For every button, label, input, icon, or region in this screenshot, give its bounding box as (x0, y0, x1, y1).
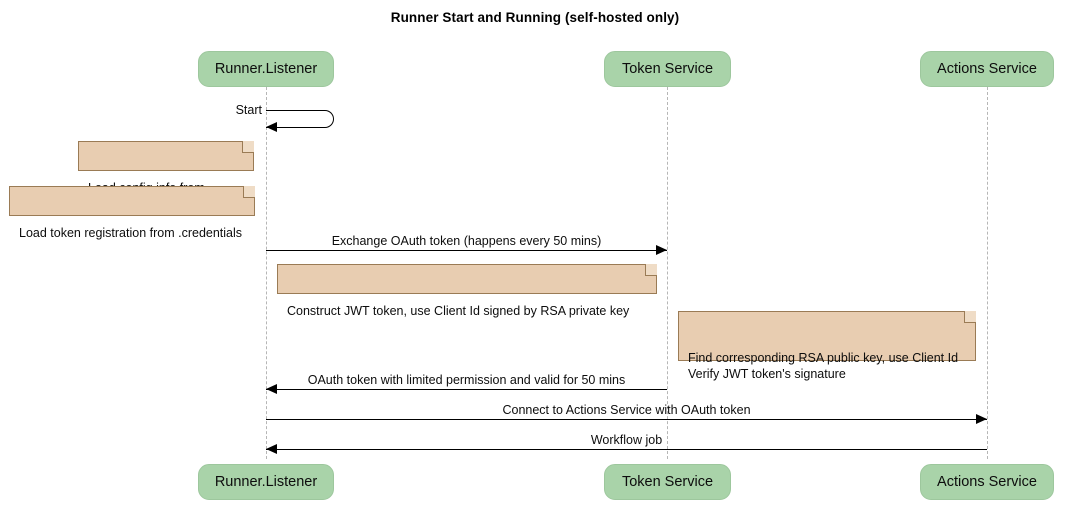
note-load-config: Load config info from .runner (78, 141, 254, 211)
participant-label: Runner.Listener (214, 61, 318, 77)
lifeline-token (667, 87, 668, 459)
arrowhead-oauth-token-response (266, 384, 277, 394)
arrowhead-connect-actions (976, 414, 987, 424)
note-fold-icon (645, 264, 657, 276)
message-line-connect-actions (266, 419, 987, 420)
note-fold-icon (964, 311, 976, 323)
participant-token-bottom[interactable]: Token Service (604, 464, 731, 500)
participant-label: Actions Service (937, 474, 1037, 490)
note-fold-icon (243, 186, 255, 198)
message-label-exchange-oauth-token: Exchange OAuth token (happens every 50 m… (331, 234, 602, 248)
participant-label: Runner.Listener (214, 474, 318, 490)
note-construct-jwt: Construct JWT token, use Client Id signe… (277, 264, 657, 318)
participant-label: Token Service (621, 61, 714, 77)
participant-actions-bottom[interactable]: Actions Service (920, 464, 1054, 500)
arrowhead-exchange-oauth-token (656, 245, 667, 255)
arrowhead-workflow-job (266, 444, 277, 454)
self-message-start (266, 110, 334, 128)
message-label-workflow-job: Workflow job (590, 433, 663, 447)
message-line-oauth-token-response (266, 389, 667, 390)
participant-token-top[interactable]: Token Service (604, 51, 731, 87)
message-label-oauth-token-response: OAuth token with limited permission and … (307, 373, 626, 387)
note-text: Load token registration from .credential… (19, 226, 243, 240)
message-line-exchange-oauth-token (266, 250, 667, 251)
participant-runner-bottom[interactable]: Runner.Listener (198, 464, 334, 500)
message-label-connect-actions: Connect to Actions Service with OAuth to… (502, 403, 751, 417)
message-label-start: Start (235, 103, 262, 117)
note-load-token-registration: Load token registration from .credential… (9, 186, 255, 240)
note-text: Construct JWT token, use Client Id signe… (287, 304, 630, 318)
message-line-workflow-job (266, 449, 987, 450)
page-title: Runner Start and Running (self-hosted on… (390, 10, 680, 25)
note-text: Find corresponding RSA public key, use C… (688, 351, 959, 381)
participant-label: Actions Service (937, 61, 1037, 77)
note-verify-jwt: Find corresponding RSA public key, use C… (678, 311, 976, 381)
arrowhead-start (266, 122, 277, 132)
lifeline-runner (266, 87, 267, 459)
participant-label: Token Service (621, 474, 714, 490)
note-fold-icon (242, 141, 254, 153)
lifeline-actions (987, 87, 988, 459)
participant-runner-top[interactable]: Runner.Listener (198, 51, 334, 87)
participant-actions-top[interactable]: Actions Service (920, 51, 1054, 87)
